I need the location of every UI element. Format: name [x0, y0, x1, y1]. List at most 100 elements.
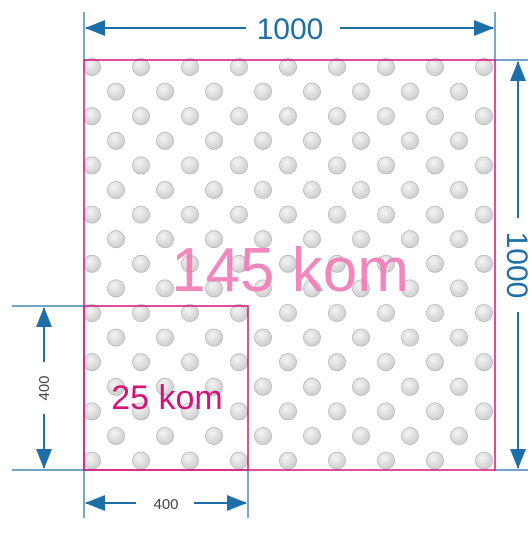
- dot: [254, 328, 272, 347]
- arrow-up-icon: [36, 307, 52, 327]
- dot: [205, 377, 223, 396]
- top-dimension: 1000: [85, 13, 494, 46]
- dot-grid: [83, 58, 493, 470]
- dot: [401, 279, 419, 298]
- dot: [156, 328, 174, 347]
- dot: [426, 304, 444, 322]
- dot: [328, 58, 346, 76]
- large-square-border: [83, 59, 496, 471]
- arrow-down-icon: [36, 449, 52, 469]
- arrow-right-icon: [227, 495, 247, 511]
- dot: [352, 328, 370, 347]
- dot: [401, 131, 419, 150]
- arrow-down-icon: [510, 449, 526, 469]
- dot: [426, 156, 444, 175]
- dot: [450, 427, 468, 445]
- dot: [352, 377, 370, 396]
- dot: [254, 181, 272, 199]
- dot: [107, 427, 125, 445]
- dot: [83, 304, 101, 322]
- right-dimension-label: 1000: [500, 232, 530, 299]
- dot: [83, 107, 101, 126]
- dot: [181, 304, 199, 322]
- dot: [107, 82, 125, 101]
- dot: [426, 353, 444, 372]
- dot: [279, 254, 297, 273]
- dot: [254, 230, 272, 249]
- dot: [450, 230, 468, 249]
- dot: [426, 402, 444, 421]
- dot: [328, 205, 346, 224]
- dot: [401, 230, 419, 249]
- dot: [181, 451, 199, 470]
- dot: [377, 107, 395, 126]
- right-dimension: 1000: [500, 61, 530, 469]
- dot: [132, 107, 150, 126]
- dot: [352, 427, 370, 445]
- dot: [450, 328, 468, 347]
- dot: [377, 402, 395, 421]
- dot: [181, 254, 199, 273]
- dot: [426, 107, 444, 126]
- top-dimension-label: 1000: [257, 13, 324, 46]
- bottom-small-dimension-label: 400: [153, 496, 178, 513]
- dot: [107, 181, 125, 199]
- dot: [230, 156, 248, 175]
- dot: [181, 156, 199, 175]
- dot: [205, 328, 223, 347]
- extension-lines: [12, 12, 528, 518]
- dot: [230, 353, 248, 372]
- dot: [83, 254, 101, 273]
- dot: [254, 82, 272, 101]
- dot: [401, 82, 419, 101]
- dot: [377, 451, 395, 470]
- dot: [107, 377, 125, 396]
- dot: [475, 254, 493, 273]
- dot: [328, 402, 346, 421]
- dot: [475, 58, 493, 76]
- dot: [156, 230, 174, 249]
- dot: [328, 107, 346, 126]
- dot: [303, 427, 321, 445]
- dot: [132, 156, 150, 175]
- dot: [475, 451, 493, 470]
- bottom-small-dimension: 400: [85, 495, 247, 513]
- dot: [107, 230, 125, 249]
- dot: [83, 156, 101, 175]
- dot: [303, 181, 321, 199]
- dot: [181, 58, 199, 76]
- dot: [303, 230, 321, 249]
- dot: [181, 107, 199, 126]
- dot: [181, 353, 199, 372]
- dot: [279, 451, 297, 470]
- dot: [426, 205, 444, 224]
- dot: [328, 353, 346, 372]
- dot: [475, 107, 493, 126]
- dot: [352, 181, 370, 199]
- dot: [83, 205, 101, 224]
- dot: [279, 304, 297, 322]
- dot: [450, 181, 468, 199]
- small-count-label: 25 kom: [111, 379, 223, 417]
- dot: [352, 230, 370, 249]
- dot: [132, 205, 150, 224]
- dot: [475, 353, 493, 372]
- dot: [352, 131, 370, 150]
- dot: [230, 58, 248, 76]
- dot: [83, 58, 101, 76]
- dot: [401, 181, 419, 199]
- dot: [352, 82, 370, 101]
- dot: [230, 402, 248, 421]
- dot: [156, 82, 174, 101]
- dot: [377, 353, 395, 372]
- dot: [279, 353, 297, 372]
- dot: [279, 58, 297, 76]
- dot: [426, 254, 444, 273]
- arrow-left-icon: [85, 495, 105, 511]
- dot: [132, 353, 150, 372]
- dot: [401, 377, 419, 396]
- dot: [426, 58, 444, 76]
- dot: [303, 131, 321, 150]
- dot: [279, 156, 297, 175]
